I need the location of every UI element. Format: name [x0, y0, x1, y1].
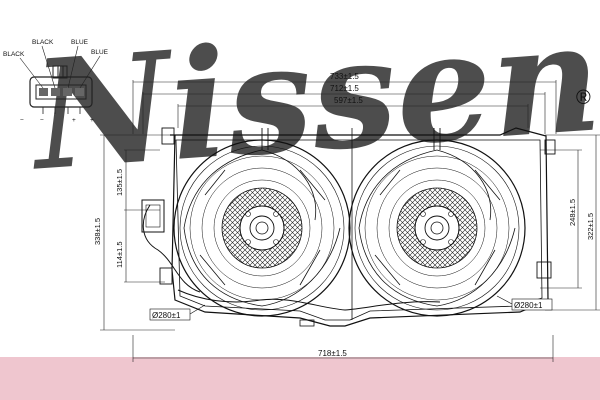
diameter-callouts	[149, 295, 553, 321]
pin-sign-1: −	[20, 117, 24, 124]
dim-height-upper: 135±1.5	[115, 169, 124, 196]
dim-fan-diameter-left: Ø280±1	[152, 311, 181, 320]
connector	[19, 45, 101, 114]
dim-width-overall: 733±1.5	[330, 72, 359, 81]
wire-label-blue-2: BLUE	[91, 49, 109, 56]
dim-width-mount: 597±1.5	[334, 96, 363, 105]
dim-width-bottom: 718±1.5	[318, 349, 347, 358]
watermark-logo: Nissens	[24, 0, 600, 205]
dim-height-lower: 114±1.5	[115, 242, 124, 269]
pin-sign-3: +	[72, 117, 76, 124]
dim-height-left: 338±1.5	[93, 218, 102, 245]
dim-height-right-outer: 322±1.5	[586, 213, 595, 240]
dimension-lines	[100, 80, 600, 362]
registered-mark: ®	[576, 87, 591, 109]
pin-sign-4: +	[90, 117, 94, 124]
wire-label-black-1: BLACK	[3, 51, 25, 58]
wire-label-blue-1: BLUE	[71, 39, 89, 46]
pin-sign-2: −	[40, 117, 44, 124]
fan-left	[173, 139, 351, 317]
wire-label-black-2: BLACK	[32, 39, 54, 46]
dim-height-right-inner: 248±1.5	[568, 199, 577, 226]
bottom-color-band	[0, 357, 600, 400]
dim-fan-diameter-right: Ø280±1	[514, 301, 543, 310]
dim-width-inner: 712±1.5	[330, 84, 359, 93]
fan-frame	[141, 127, 556, 327]
fan-right	[348, 139, 526, 317]
